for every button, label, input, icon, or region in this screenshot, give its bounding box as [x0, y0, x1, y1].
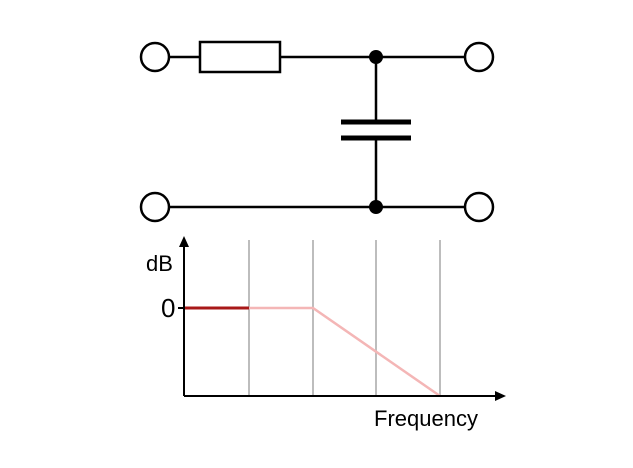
terminal-bottom-right	[463, 191, 495, 223]
resistor	[198, 40, 282, 74]
zero-tick-label: 0	[161, 293, 175, 323]
terminal-top-left	[139, 41, 171, 73]
y-axis-arrow	[179, 236, 189, 247]
x-axis-arrow	[495, 391, 506, 401]
terminal-top-right	[463, 41, 495, 73]
junction-dot-bottom	[369, 200, 383, 214]
circuit-schematic	[139, 40, 495, 223]
frequency-response-plot: dB 0 Frequency	[146, 236, 506, 431]
terminal-bottom-left	[139, 191, 171, 223]
y-axis-label: dB	[146, 251, 173, 276]
x-axis-label: Frequency	[374, 406, 478, 431]
junction-dot-top	[369, 50, 383, 64]
